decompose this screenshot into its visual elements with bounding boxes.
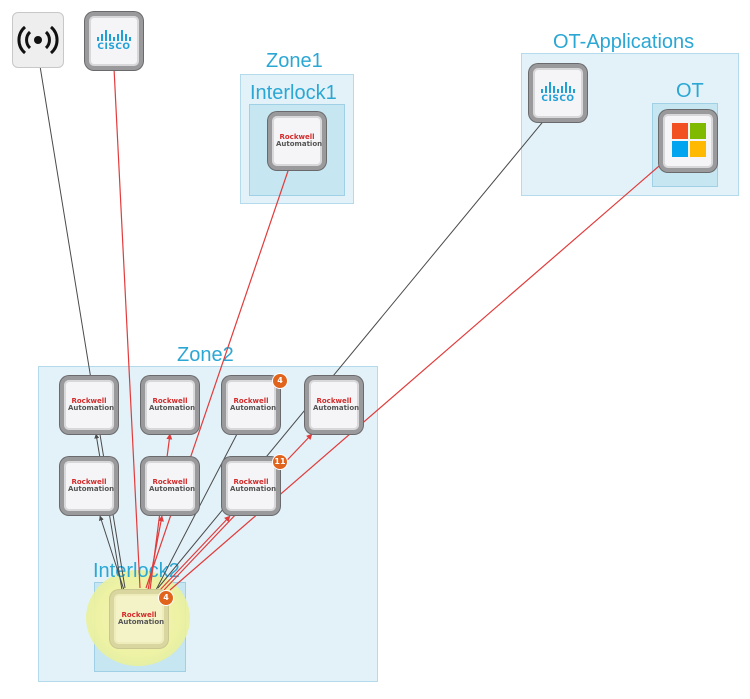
- rockwell-logo-icon: Rockwell Automation: [276, 133, 323, 148]
- interlock1-label: Interlock1: [250, 82, 337, 104]
- cisco-device-node-top[interactable]: CISCO: [85, 12, 143, 70]
- link-interlock1-to-interlock2[interactable]: [145, 167, 290, 589]
- ot-label: OT: [676, 80, 704, 102]
- link-ot-cisco-to-interlock2[interactable]: [157, 117, 547, 589]
- zone2-label: Zone2: [177, 344, 234, 366]
- ot-applications-label: OT-Applications: [553, 31, 695, 53]
- cisco-logo-text: CISCO: [97, 42, 131, 52]
- link-interlock2-to-r2c1[interactable]: [99, 515, 125, 591]
- cisco-device-node-ot-apps[interactable]: CISCO: [529, 64, 587, 122]
- link-interlock2-to-r2c2[interactable]: [147, 515, 164, 591]
- cisco-logo-text: CISCO: [541, 94, 575, 104]
- alert-count-badge[interactable]: 4: [272, 373, 288, 389]
- wireless-access-point-node[interactable]: [12, 12, 64, 68]
- interlock2-label: Interlock2: [93, 560, 180, 582]
- link-cisco-to-interlock2[interactable]: [113, 67, 141, 589]
- link-interlock2-to-r2c3[interactable]: [159, 515, 231, 591]
- zone1-label: Zone1: [266, 50, 323, 72]
- alert-count-badge[interactable]: 11: [272, 454, 288, 470]
- rockwell-controller-interlock1[interactable]: Rockwell Automation: [268, 112, 326, 170]
- link-windows-to-interlock2[interactable]: [169, 159, 667, 591]
- alert-count-badge[interactable]: 4: [158, 590, 174, 606]
- cisco-logo-icon: CISCO: [538, 82, 578, 104]
- wireless-icon: [17, 25, 59, 55]
- windows-logo-icon: [672, 123, 706, 157]
- windows-server-node-ot[interactable]: [659, 110, 717, 172]
- cisco-logo-icon: CISCO: [94, 30, 134, 52]
